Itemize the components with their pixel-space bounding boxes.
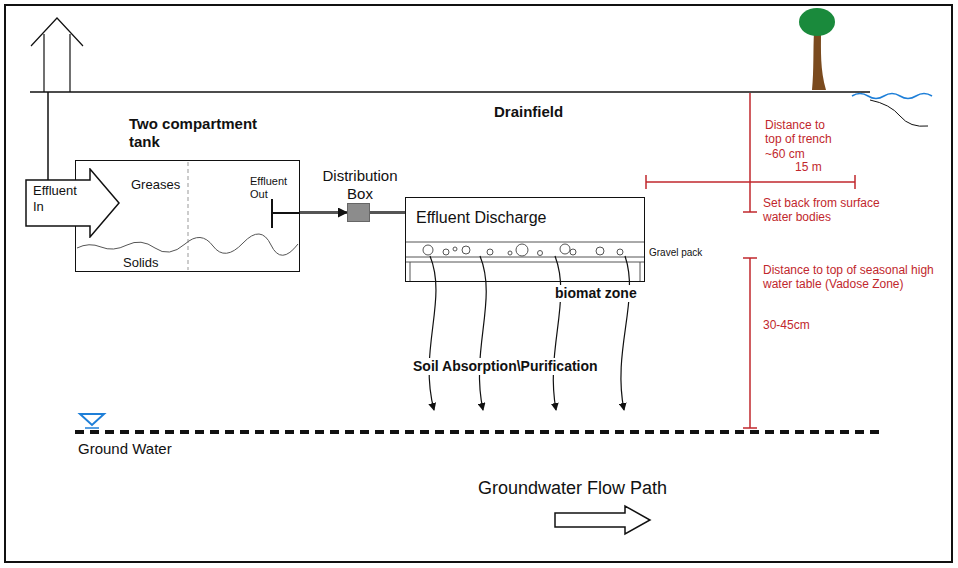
dimension-note: Set back from surface water bodies [761,196,893,225]
flow-label: Groundwater Flow Path [476,478,669,500]
tank-divider [188,162,189,270]
part-label: Gravel pack [647,247,704,259]
flow-arrow [555,506,650,534]
outlet-pipe [272,212,300,214]
frame [5,5,952,562]
pipe-connector [370,211,405,214]
inlet-label: Effluent In [33,183,89,214]
pipe-connector [300,211,347,214]
trench-label: Effluent Discharge [416,208,616,227]
process-label: Soil Absorption\Purification [411,358,600,375]
sludge-line [77,234,298,255]
ground-surface [30,91,870,93]
dimension-value: 30-45cm [761,318,812,332]
dimension-lines [646,93,855,428]
tree-symbol [799,8,835,90]
tank-heading: Two compartment tank [129,115,269,151]
percolation-arrows [429,256,629,410]
water-table-symbol [80,414,104,425]
tank-part-label: Greases [131,177,211,193]
house-pipe [47,92,49,180]
water-table-symbol-tick [85,427,99,429]
water-surface [852,94,932,99]
dimension-note: Distance to top of seasonal high water t… [761,263,949,292]
distribution-box-label: Distribution Box [316,167,404,203]
distribution-box: Distribution Box [347,203,370,222]
tank-part-label: Solids [123,255,203,271]
drainfield-trench: Effluent Discharge [405,197,645,282]
outlet-label: Effluent Out [250,175,296,201]
section-heading: Drainfield [492,103,565,121]
zone-label: biomat zone [553,285,639,302]
gravel-pack [405,242,645,282]
water-table-line [75,430,885,434]
shore-line [870,100,928,126]
inlet-arrow: Effluent In [25,168,120,238]
dimension-value: 15 m [793,160,824,174]
house-symbol [31,18,83,92]
dimension-note: Distance to top of trench ~60 cm [763,118,847,161]
water-label: Ground Water [76,440,174,458]
